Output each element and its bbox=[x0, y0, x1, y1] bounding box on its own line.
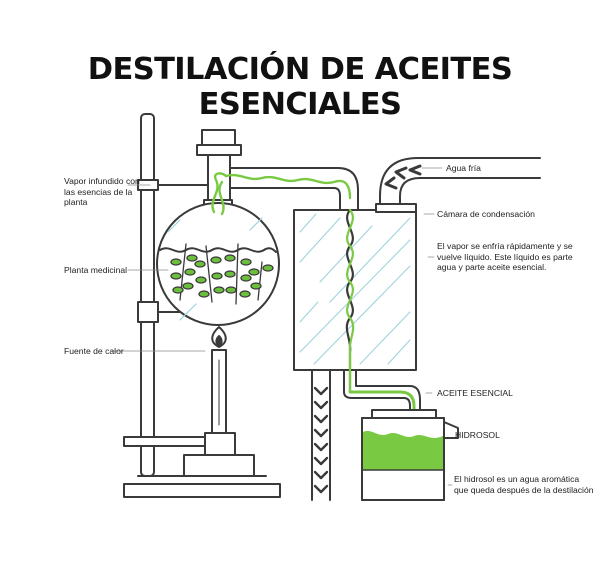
collection-vessel bbox=[361, 409, 459, 501]
vapor-pipe bbox=[229, 167, 359, 211]
label-fuente: Fuente de calor bbox=[64, 346, 124, 356]
flame-icon bbox=[211, 326, 227, 348]
diagram-title: DESTILACIÓN DE ACEITES ESENCIALES bbox=[87, 52, 513, 122]
label-enfria: El vapor se enfría rápidamente y se vuel… bbox=[437, 241, 573, 273]
label-agua: Agua fría bbox=[446, 163, 481, 173]
burner bbox=[183, 349, 255, 477]
condenser bbox=[293, 203, 417, 371]
label-camara: Cámara de condensación bbox=[437, 209, 535, 219]
condenser-coil bbox=[345, 208, 355, 394]
label-aceite: ACEITE ESENCIAL bbox=[437, 388, 513, 398]
plant-icon bbox=[170, 243, 274, 305]
vapor-stream bbox=[211, 172, 352, 216]
label-leaders bbox=[111, 167, 453, 486]
water-drain bbox=[311, 369, 331, 501]
cold-water-pipe bbox=[379, 157, 541, 205]
distillate-pipe bbox=[343, 369, 421, 432]
label-hidrosol-desc: El hidrosol es un agua aromática que que… bbox=[454, 474, 594, 495]
label-planta: Planta medicinal bbox=[64, 265, 128, 275]
label-hidrosol: HIDROSOL bbox=[455, 430, 500, 440]
still-head bbox=[196, 129, 242, 201]
label-vapor: Vapor infundido con las esencias de la p… bbox=[64, 176, 140, 208]
base-plate bbox=[123, 475, 281, 498]
